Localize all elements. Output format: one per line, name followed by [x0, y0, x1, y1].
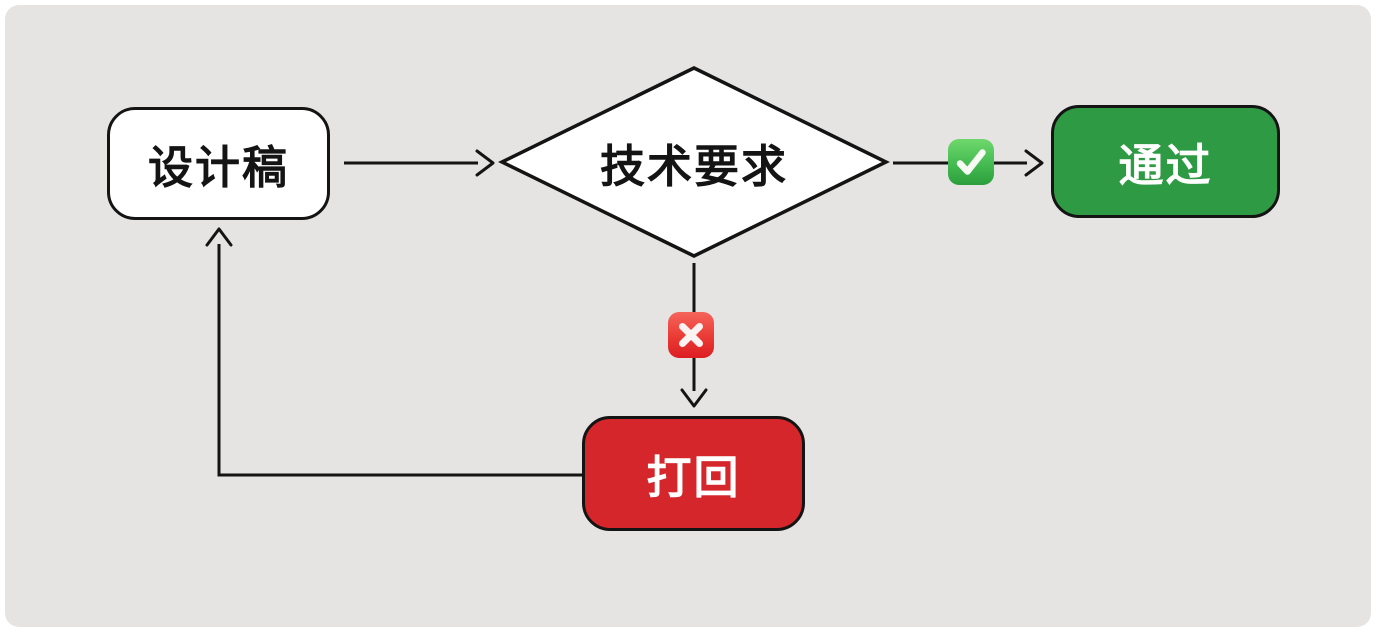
cross-mark-icon	[668, 312, 714, 358]
node-pass: 通过	[1051, 105, 1280, 218]
edge-decision-to-reject-arrowhead	[680, 388, 708, 408]
node-tech-requirements: 技术要求	[502, 69, 886, 256]
node-pass-label: 通过	[1118, 140, 1213, 191]
decision-diamond-shape	[498, 66, 890, 258]
node-design-draft-label: 设计稿	[147, 142, 289, 193]
node-tech-requirements-label: 技术要求	[599, 141, 788, 192]
check-mark-glyph	[956, 149, 986, 175]
edge-reject-to-design-arrowhead	[205, 227, 233, 247]
check-mark-icon	[948, 139, 994, 185]
edge-decision-to-pass-arrowhead	[1024, 149, 1044, 177]
edge-design-to-decision-arrowhead	[475, 149, 495, 177]
node-design-draft: 设计稿	[107, 107, 330, 220]
edge-reject-to-design	[217, 244, 582, 477]
cross-mark-glyph	[679, 323, 703, 347]
node-reject: 打回	[582, 416, 805, 531]
node-reject-label: 打回	[646, 452, 741, 503]
